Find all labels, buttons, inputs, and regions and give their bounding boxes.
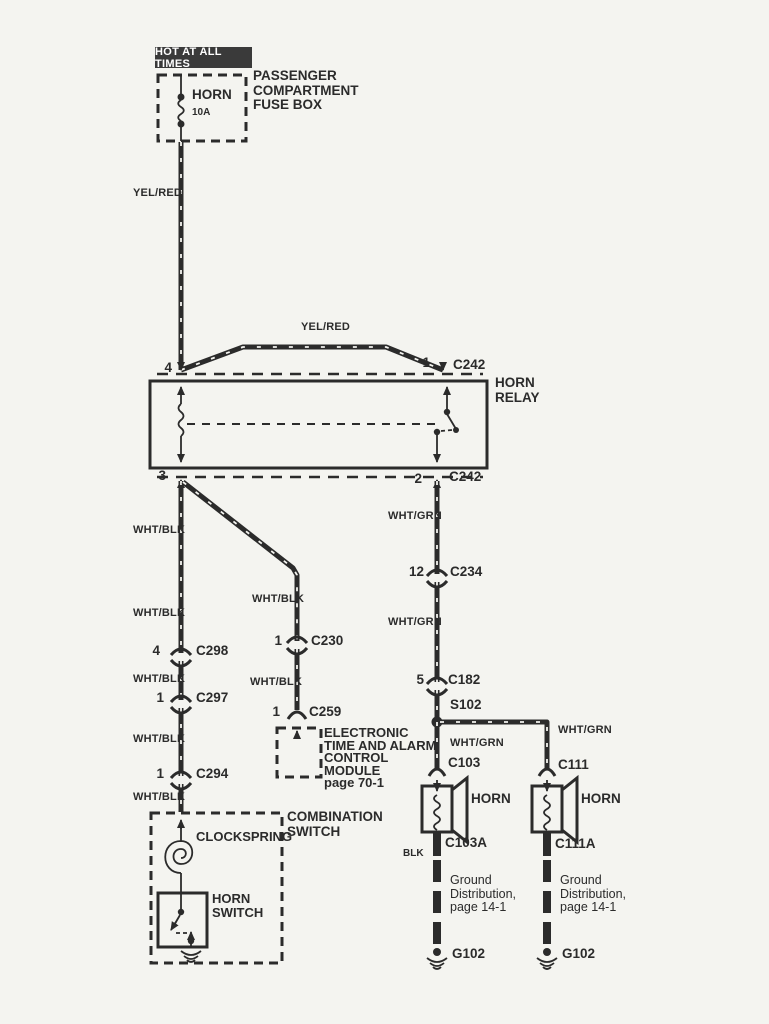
wire-label-wht-blk-mid-1: WHT/BLK: [252, 593, 305, 605]
yel-red-wires: [177, 142, 447, 373]
wire-label-wht-grn-2: WHT/GRN: [388, 616, 442, 628]
clockspring-label: CLOCKSPRING: [196, 829, 293, 844]
ground-distribution-left: Ground Distribution, page 14-1: [450, 873, 516, 914]
connector-c182-pin: 5: [416, 672, 424, 687]
wire-label-wht-grn-1: WHT/GRN: [388, 510, 442, 522]
wire-label-yel-red-2: YEL/RED: [301, 321, 351, 333]
connector-c103a: C103A: [445, 835, 488, 850]
horn-right-label: HORN: [581, 791, 621, 806]
wire-label-wht-blk-1: WHT/BLK: [133, 524, 186, 536]
connector-c298: C298: [196, 643, 229, 658]
connector-c298-pin: 4: [152, 643, 160, 658]
connector-c234-pin: 12: [408, 564, 424, 579]
wire-label-wht-grn-splice-left: WHT/GRN: [450, 737, 504, 749]
relay-title: HORN RELAY: [495, 375, 540, 405]
connector-c111: C111: [558, 757, 589, 772]
relay-pin-3: 3: [158, 468, 166, 483]
horn-relay-symbol: [148, 379, 489, 470]
fusebox-title: PASSENGER COMPARTMENT FUSE BOX: [253, 68, 359, 112]
connector-c242-top: C242: [453, 357, 486, 372]
connector-c242-bottom: C242: [449, 469, 482, 484]
relay-pin-2: 2: [414, 471, 422, 486]
wire-label-yel-red-1: YEL/RED: [133, 187, 183, 199]
horn-left-label: HORN: [471, 791, 511, 806]
relay-pin-1: 1: [422, 355, 430, 370]
connector-c259-pin: 1: [272, 704, 280, 719]
wire-label-wht-blk-mid-2: WHT/BLK: [250, 676, 303, 688]
connector-c234: C234: [450, 564, 483, 579]
wire-label-wht-blk-3: WHT/BLK: [133, 673, 186, 685]
wire-label-wht-blk-5: WHT/BLK: [133, 791, 186, 803]
wire-label-wht-blk-4: WHT/BLK: [133, 733, 186, 745]
ground-g102-left: G102: [452, 946, 486, 961]
horn-left-symbol: [420, 774, 469, 970]
connector-c230-pin: 1: [274, 633, 282, 648]
connector-c103: C103: [448, 755, 481, 770]
ground-g102-right: G102: [562, 946, 596, 961]
connector-c294-pin: 1: [156, 766, 164, 781]
connector-c297: C297: [196, 690, 229, 705]
combination-switch-label: COMBINATION SWITCH: [287, 809, 383, 839]
etacm-box: [275, 726, 323, 779]
wire-label-wht-blk-2: WHT/BLK: [133, 607, 186, 619]
wht-blk-left-wire: [169, 479, 193, 812]
wht-grn-right-wire: [425, 479, 557, 777]
horn-right-symbol: [530, 774, 579, 970]
c242-connector-lines: [157, 372, 483, 479]
connector-c294: C294: [196, 766, 229, 781]
fuse-name: HORN: [192, 87, 232, 102]
horn-switch-label: HORN SWITCH: [212, 891, 264, 920]
connector-c230: C230: [311, 633, 344, 648]
connector-c111a: C111A: [555, 836, 596, 851]
combination-switch-box: [149, 811, 284, 965]
fuse-rating: 10A: [192, 107, 211, 118]
wht-blk-module-wire: [181, 480, 309, 720]
splice-s102-label: S102: [450, 697, 482, 712]
hot-at-all-times-tag: HOT AT ALL TIMES: [155, 46, 252, 70]
relay-pin-4: 4: [164, 360, 172, 375]
connector-c182: C182: [448, 672, 481, 687]
ground-distribution-right: Ground Distribution, page 14-1: [560, 873, 626, 914]
etacm-label: ELECTRONIC TIME AND ALARM CONTROL MODULE…: [324, 725, 437, 791]
connector-c259: C259: [309, 704, 342, 719]
wire-label-blk: BLK: [403, 848, 424, 859]
fuse-box-symbol: [156, 73, 248, 143]
wire-label-wht-grn-splice-right: WHT/GRN: [558, 724, 612, 736]
connector-c297-pin: 1: [156, 690, 164, 705]
